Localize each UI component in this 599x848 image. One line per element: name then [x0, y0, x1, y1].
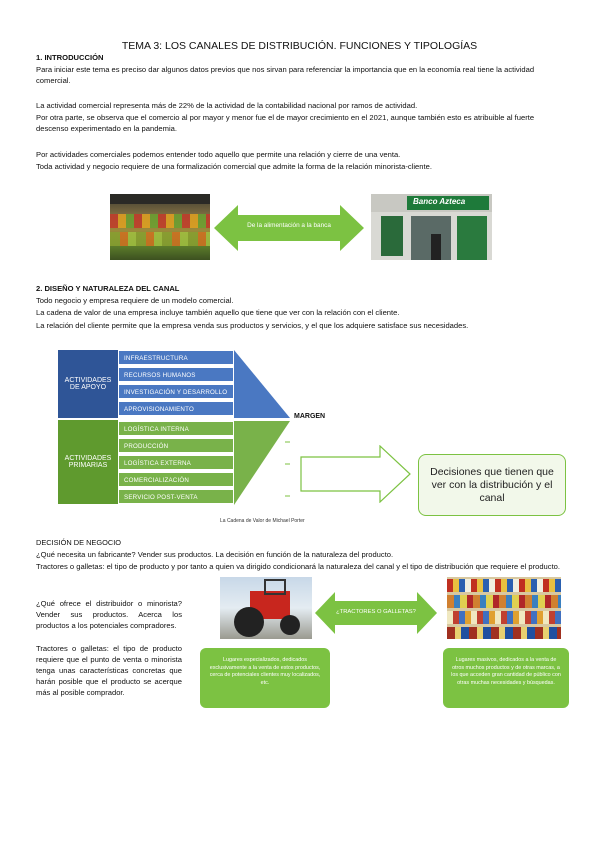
- paragraph: Tractores o galletas: el tipo de product…: [36, 562, 561, 571]
- paragraph: Por actividades comerciales podemos ente…: [36, 150, 401, 159]
- tick-marks: [285, 441, 290, 497]
- supermarket-shelves-photo: [447, 577, 561, 639]
- bank-sign: Banco Azteca: [413, 197, 466, 206]
- mass-stores-box: Lugares masivos, dedicados a la venta de…: [443, 648, 569, 708]
- paragraph: La cadena de valor de una empresa incluy…: [36, 308, 400, 317]
- primary-activity-bar: LOGÍSTICA INTERNA: [118, 421, 234, 436]
- double-arrow: [315, 592, 437, 634]
- primary-activity-bar: LOGÍSTICA EXTERNA: [118, 455, 234, 470]
- primary-activities-label: ACTIVIDADES PRIMARIAS: [58, 420, 118, 504]
- paragraph: ¿Qué ofrece el distribuidor o minorista?…: [36, 599, 182, 630]
- arrow-label: ¿TRACTORES O GALLETAS?: [336, 609, 416, 615]
- tractor-photo: [220, 577, 312, 639]
- decision-box: Decisiones que tienen que ver con la dis…: [418, 454, 566, 516]
- section-heading-diseno: 2. DISEÑO Y NATURALEZA DEL CANAL: [36, 284, 180, 293]
- paragraph: La actividad comercial representa más de…: [36, 101, 418, 110]
- paragraph: ¿Qué necesita un fabricante? Vender sus …: [36, 550, 394, 559]
- page-title: TEMA 3: LOS CANALES DE DISTRIBUCIÓN. FUN…: [121, 40, 478, 52]
- support-activity-bar: RECURSOS HUMANOS: [118, 367, 234, 382]
- paragraph: Todo negocio y empresa requiere de un mo…: [36, 296, 234, 305]
- diagram-caption: La Cadena de Valor de Michael Porter: [220, 518, 305, 524]
- support-activity-bar: APROVISIONAMIENTO: [118, 401, 234, 416]
- support-activities-label: ACTIVIDADES DE APOYO: [58, 350, 118, 418]
- paragraph: Toda actividad y negocio requiere de una…: [36, 162, 432, 171]
- paragraph: Por otra parte, se observa que el comerc…: [36, 113, 535, 133]
- paragraph: Tractores o galletas: el tipo de product…: [36, 644, 182, 697]
- double-arrow: [214, 205, 364, 251]
- paragraph: Para iniciar este tema es preciso dar al…: [36, 65, 535, 85]
- right-arrow: [300, 445, 411, 503]
- section-heading-decision: DECISIÓN DE NEGOCIO: [36, 538, 122, 547]
- paragraph: La relación del cliente permite que la e…: [36, 321, 469, 330]
- support-activity-bar: INVESTIGACIÓN Y DESARROLLO: [118, 384, 234, 399]
- section-heading-introduccion: 1. INTRODUCCIÓN: [36, 53, 104, 62]
- margin-label: MARGEN: [294, 413, 326, 420]
- support-activity-bar: INFRAESTRUCTURA: [118, 350, 234, 365]
- margin-arrowhead: [234, 350, 290, 505]
- primary-activity-bar: PRODUCCIÓN: [118, 438, 234, 453]
- primary-activity-bar: SERVICIO POST-VENTA: [118, 489, 234, 504]
- produce-market-photo: [110, 194, 210, 260]
- primary-activity-bar: COMERCIALIZACIÓN: [118, 472, 234, 487]
- bank-photo: Banco Azteca: [371, 194, 492, 260]
- arrow-label: De la alimentación a la banca: [247, 222, 331, 229]
- specialized-stores-box: Lugares especializados, dedicados exclus…: [200, 648, 330, 708]
